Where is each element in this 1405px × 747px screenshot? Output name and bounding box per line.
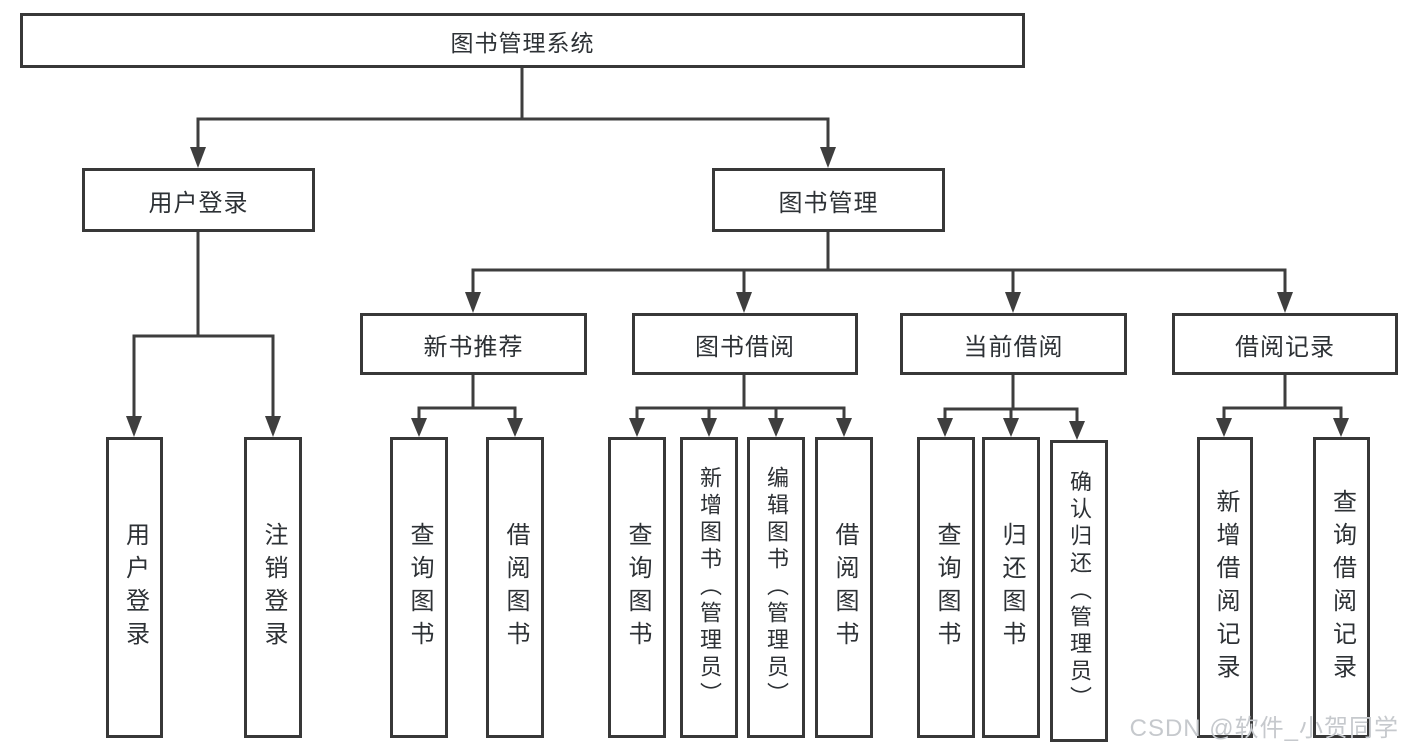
- node-book-management: 图书管理: [712, 168, 945, 232]
- node-label: 注销登录: [260, 521, 287, 654]
- leaf-edit-book-admin: 编辑图书（管理员）: [747, 437, 805, 738]
- connector-user-login-children: [126, 230, 281, 437]
- csdn-watermark: CSDN @软件_小贺同学: [1129, 715, 1399, 742]
- node-label: 当前借阅: [963, 333, 1064, 361]
- leaf-borrow-books-borrowing: 借阅图书: [815, 437, 873, 738]
- leaf-return-books: 归还图书: [982, 437, 1040, 738]
- connector-root-to-level2: [190, 66, 836, 168]
- connector-current-borrow-children: [937, 373, 1085, 440]
- leaf-add-book-admin: 新增图书（管理员）: [680, 437, 738, 738]
- node-label: 新书推荐: [423, 333, 524, 361]
- node-label: 归还图书: [998, 521, 1025, 654]
- node-borrow-records: 借阅记录: [1172, 313, 1398, 375]
- leaf-confirm-return-admin: 确认归还（管理员）: [1050, 440, 1108, 742]
- node-label: 借阅图书: [502, 521, 529, 654]
- leaf-borrow-books-newrec: 借阅图书: [486, 437, 544, 738]
- node-user-login: 用户登录: [82, 168, 315, 232]
- node-current-borrowing: 当前借阅: [900, 313, 1127, 375]
- node-label: 借阅图书: [831, 521, 858, 654]
- node-label: 查询图书: [624, 521, 651, 654]
- connector-book-borrow-children: [629, 373, 852, 437]
- node-label: 图书借阅: [695, 333, 795, 361]
- connector-borrow-records-children: [1216, 373, 1349, 437]
- node-label: 查询借阅记录: [1328, 488, 1356, 687]
- node-label: 查询图书: [406, 521, 433, 654]
- leaf-user-login: 用户登录: [106, 437, 163, 738]
- leaf-query-books-current: 查询图书: [917, 437, 975, 738]
- node-label: 用户登录: [148, 189, 249, 217]
- leaf-query-books-borrowing: 查询图书: [608, 437, 666, 738]
- node-label: 用户登录: [121, 521, 149, 654]
- node-label: 图书管理: [778, 189, 879, 217]
- node-label: 编辑图书（管理员）: [764, 466, 789, 709]
- node-root: 图书管理系统: [20, 13, 1025, 68]
- node-new-book-recommend: 新书推荐: [360, 313, 587, 375]
- node-label: 图书管理系统: [450, 29, 595, 56]
- leaf-logout: 注销登录: [244, 437, 302, 738]
- node-label: 借阅记录: [1235, 333, 1335, 361]
- connector-new-book-children: [411, 373, 523, 437]
- connector-book-mgmt-children: [465, 230, 1293, 313]
- leaf-add-borrow-record: 新增借阅记录: [1197, 437, 1253, 738]
- leaf-query-borrow-record: 查询借阅记录: [1313, 437, 1370, 738]
- leaf-query-books-newrec: 查询图书: [390, 437, 448, 738]
- node-book-borrowing: 图书借阅: [632, 313, 858, 375]
- node-label: 新增图书（管理员）: [697, 466, 722, 709]
- node-label: 查询图书: [933, 521, 960, 654]
- node-label: 确认归还（管理员）: [1067, 469, 1092, 713]
- node-label: 新增借阅记录: [1212, 488, 1239, 687]
